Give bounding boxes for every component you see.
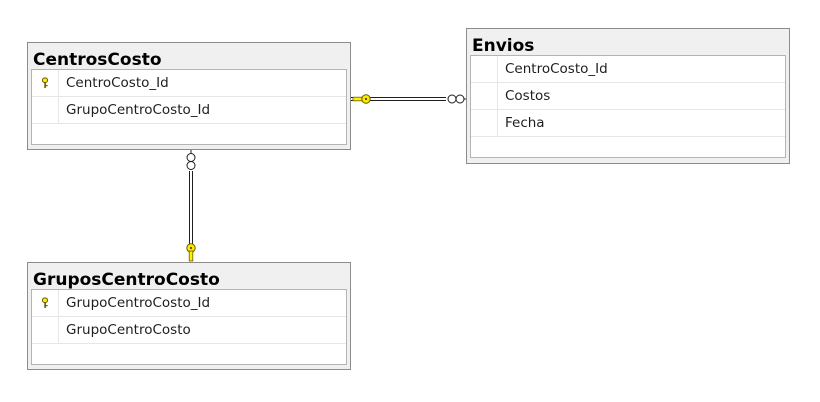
empty-row [32,344,346,364]
column-row[interactable]: GrupoCentroCosto_Id [32,97,346,124]
key-icon [352,94,371,104]
key-cell [32,97,59,123]
column-row[interactable]: Costos [471,83,785,110]
key-cell [32,317,59,343]
column-row[interactable]: GrupoCentroCosto [32,317,346,344]
relationship-grupos-centros[interactable] [186,150,196,262]
table-title: Envios [472,36,535,56]
key-cell [32,70,59,96]
infinity-icon [447,94,466,104]
column-grid: CentroCosto_Id GrupoCentroCosto_Id [31,69,347,145]
empty-row [471,137,785,157]
column-name: GrupoCentroCosto [66,322,191,338]
column-row[interactable]: CentroCosto_Id [32,70,346,97]
column-name: CentroCosto_Id [66,75,169,91]
key-icon [42,77,48,88]
column-row[interactable]: Fecha [471,110,785,137]
column-name: GrupoCentroCosto_Id [66,102,211,118]
key-cell [471,56,498,82]
column-name: Costos [505,88,551,104]
column-grid: GrupoCentroCosto_Id GrupoCentroCosto [31,289,347,365]
key-cell [471,110,498,136]
key-cell [471,83,498,109]
key-cell [32,290,59,316]
empty-row [32,124,346,144]
infinity-icon [186,150,196,170]
table-centroscosto[interactable]: CentrosCosto CentroCosto_Id GrupoCentroC… [27,42,351,150]
table-envios[interactable]: Envios CentroCosto_Id Costos Fecha [466,28,790,164]
column-grid: CentroCosto_Id Costos Fecha [470,55,786,158]
column-name: GrupoCentroCosto_Id [66,295,211,311]
table-title: CentrosCosto [33,50,162,70]
key-icon [186,243,196,262]
key-icon [42,297,48,308]
column-name: CentroCosto_Id [505,61,608,77]
column-name: Fecha [505,115,545,131]
column-row[interactable]: GrupoCentroCosto_Id [32,290,346,317]
table-title: GruposCentroCosto [33,270,220,290]
column-row[interactable]: CentroCosto_Id [471,56,785,83]
relationship-centros-envios[interactable] [351,94,466,104]
table-gruposcentrocosto[interactable]: GruposCentroCosto GrupoCentroCosto_Id Gr… [27,262,351,370]
